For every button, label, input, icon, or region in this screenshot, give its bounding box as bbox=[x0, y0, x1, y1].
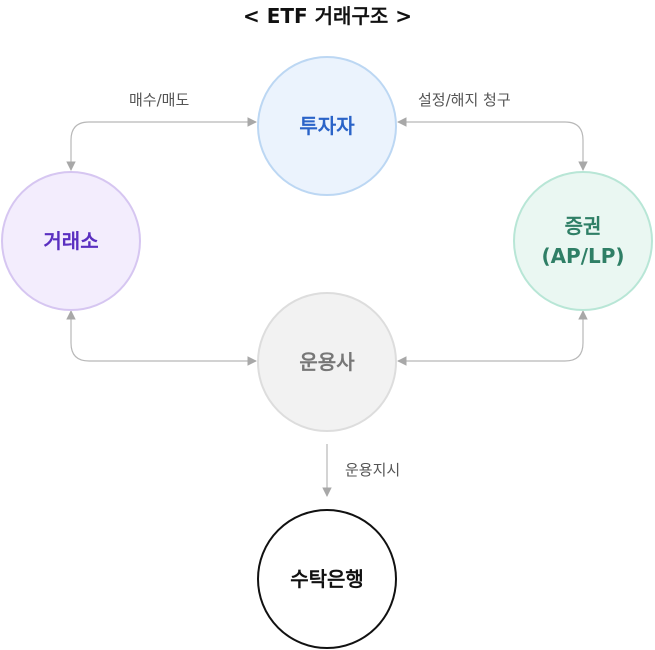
edge-label-buy-sell: 매수/매도 bbox=[129, 91, 190, 109]
edge-label-management-order: 운용지시 bbox=[345, 461, 401, 479]
diagram-title: < ETF 거래구조 > bbox=[243, 4, 412, 28]
node-trustee-bank: 수탁은행 bbox=[257, 509, 397, 649]
node-securities-label: 증권 (AP/LP) bbox=[541, 214, 625, 268]
connector-securities-manager bbox=[397, 310, 588, 366]
connector-exchange-manager bbox=[66, 310, 257, 366]
node-investor-label: 투자자 bbox=[299, 114, 355, 138]
node-exchange-label: 거래소 bbox=[43, 229, 99, 253]
connector-investor-securities bbox=[397, 117, 588, 171]
node-exchange: 거래소 bbox=[1, 171, 141, 311]
node-asset-manager: 운용사 bbox=[257, 292, 397, 432]
edge-label-create-redeem: 설정/해지 청구 bbox=[418, 91, 511, 109]
node-asset-manager-label: 운용사 bbox=[299, 350, 355, 374]
connector-exchange-investor bbox=[66, 117, 257, 171]
node-trustee-bank-label: 수탁은행 bbox=[290, 567, 364, 591]
node-securities: 증권 (AP/LP) bbox=[513, 171, 653, 311]
node-investor: 투자자 bbox=[257, 56, 397, 196]
